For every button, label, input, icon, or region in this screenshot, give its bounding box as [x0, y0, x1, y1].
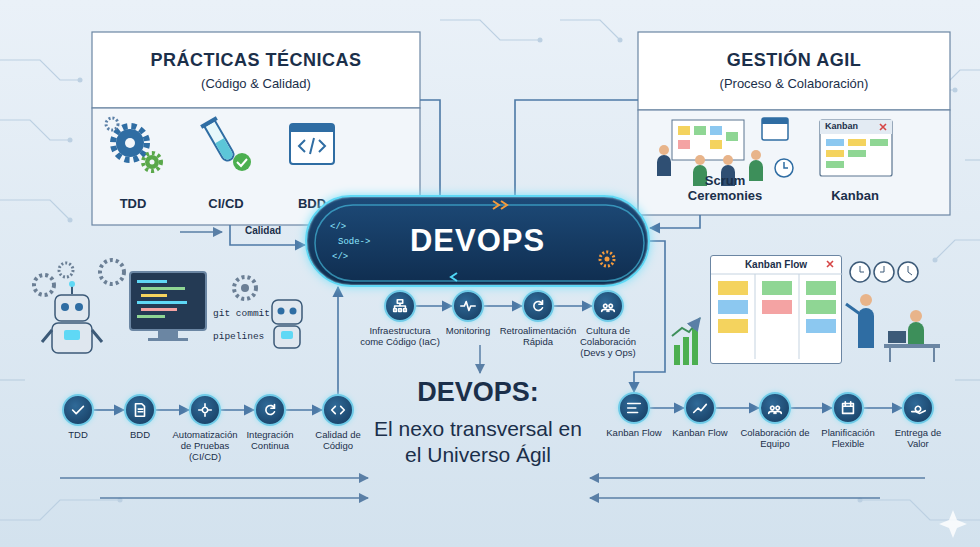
step-circle: Integración Continua — [254, 394, 286, 426]
node-subtitle: (Proceso & Colaboración) — [638, 76, 950, 92]
step-circle: TDD — [62, 394, 94, 426]
node-label: BDD — [107, 430, 173, 441]
circle-glyph — [459, 297, 477, 315]
main-caption: El nexo transversal en el Universo Ágil — [373, 416, 583, 469]
flow-connector — [650, 407, 684, 409]
flow-connector — [716, 407, 759, 409]
practice-item: CI/CD — [188, 114, 264, 218]
step-circle: Calidad de Código — [322, 394, 354, 426]
flow-connector — [337, 287, 339, 394]
flow-connector — [864, 407, 902, 409]
flow-connector — [94, 409, 124, 411]
flow-connector — [650, 215, 700, 228]
node-label: Scrum Ceremonies — [677, 174, 773, 204]
node-label: Monitoring — [428, 326, 508, 337]
main-heading: DEVOPS: — [378, 376, 578, 410]
circle-glyph — [131, 401, 149, 419]
node-label: Planificación Flexible — [812, 428, 884, 450]
node-label: Infraestructura come Código (IaC) — [360, 326, 440, 348]
practice-item: TDD — [95, 114, 171, 218]
agile-panel: GESTIÓN AGIL (Proceso & Colaboración) Scru… — [638, 32, 950, 215]
node-label: Kanban Flow — [667, 428, 733, 439]
pillar-circle: Retroalimentación Rápida — [522, 290, 554, 322]
flow-connector — [286, 409, 322, 411]
node-label: GESTIÓN AGIL — [638, 50, 950, 72]
node-label: Entrega de Valor — [885, 428, 951, 450]
circle-glyph — [391, 297, 409, 315]
flow-connector — [484, 305, 522, 307]
git-command: git commit — [213, 308, 270, 319]
agile-item: Scrum Ceremonies — [650, 114, 800, 210]
quality-note: Calidad — [245, 225, 281, 236]
flow-arrows — [60, 345, 925, 498]
kanban-board: Kanban Flow — [710, 255, 842, 364]
node-subtitle: (Código & Calidad) — [92, 76, 420, 92]
kanban-board-art — [711, 256, 843, 361]
flow-connector — [230, 225, 305, 245]
code-snippet: </> — [332, 252, 348, 262]
node-label: Kanban — [831, 189, 879, 204]
step-circle: Entrega de Valor — [902, 392, 934, 424]
node-label: Kanban Flow — [711, 256, 841, 270]
flow-connector — [156, 409, 189, 411]
circle-glyph — [839, 399, 857, 417]
circle-glyph — [599, 297, 617, 315]
circle-glyph — [909, 399, 927, 417]
node-label: Integración Continua — [236, 430, 304, 452]
step-circle: Kanban Flow — [684, 392, 716, 424]
node-label: DEVOPS — [410, 223, 545, 259]
node-label: Automatización de Pruebas (CI/CD) — [169, 430, 241, 463]
step-circle: Colaboración de Equipo — [759, 392, 791, 424]
code-snippet: Sode-> — [338, 237, 370, 247]
step-circle: Kanban Flow — [618, 392, 650, 424]
node-label: Cultura de Colaboración (Devs y Ops) — [568, 326, 648, 359]
pillar-circle: Cultura de Colaboración (Devs y Ops) — [592, 290, 624, 322]
node-label: TDD — [120, 197, 147, 212]
flow-connector — [554, 305, 592, 307]
pillar-circle: Monitoring — [452, 290, 484, 322]
node-label: TDD — [45, 430, 111, 441]
sparkle-mark — [939, 510, 967, 538]
circle-glyph — [196, 401, 214, 419]
node-label: CI/CD — [208, 197, 243, 212]
step-circle: Planificación Flexible — [832, 392, 864, 424]
pillar-circle: Infraestructura come Código (IaC) — [384, 290, 416, 322]
code-window-icon — [290, 124, 334, 164]
flow-connector — [791, 407, 832, 409]
node-label: Colaboración de Equipo — [739, 428, 811, 450]
node-label: Retroalimentación Rápida — [498, 326, 578, 348]
circle-glyph — [69, 401, 87, 419]
automation-robots-illustration — [34, 232, 302, 353]
flow-connector — [420, 100, 440, 195]
circle-glyph — [625, 399, 643, 417]
circle-glyph — [766, 399, 784, 417]
circle-glyph — [261, 401, 279, 419]
kanban-window-icon — [820, 120, 892, 176]
flow-connector — [221, 409, 254, 411]
gears-icon — [106, 118, 161, 171]
window-title: Kanban — [825, 121, 858, 131]
node-label: Kanban Flow — [601, 428, 667, 439]
flow-connector — [515, 100, 638, 195]
flow-connector — [416, 305, 452, 307]
node-label: PRÁCTICAS TÉCNICAS — [92, 50, 420, 72]
circuit-traces — [0, 20, 980, 520]
test-tube-icon — [200, 116, 251, 171]
code-snippet: </> — [330, 222, 346, 232]
node-label: Calidad de Código — [303, 430, 373, 452]
pipeline-note: pipelines — [213, 331, 264, 342]
circle-glyph — [691, 399, 709, 417]
circle-glyph — [529, 297, 547, 315]
step-circle: BDD — [124, 394, 156, 426]
step-circle: Automatización de Pruebas (CI/CD) — [189, 394, 221, 426]
circle-glyph — [329, 401, 347, 419]
